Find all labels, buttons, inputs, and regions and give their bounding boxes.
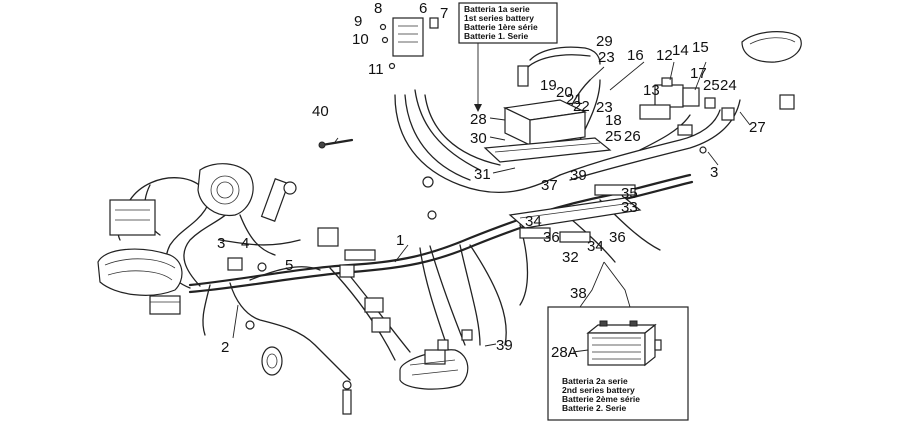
label-8: 8 bbox=[374, 0, 382, 17]
label-34-right: 34 bbox=[587, 238, 604, 255]
label-34-left: 34 bbox=[525, 213, 542, 230]
label-39-top: 39 bbox=[570, 167, 587, 184]
fuse-box-8 bbox=[379, 17, 439, 70]
label-4: 4 bbox=[241, 235, 249, 252]
tail-light bbox=[721, 31, 802, 121]
label-31: 31 bbox=[474, 166, 491, 183]
label-36-right: 36 bbox=[609, 229, 626, 246]
bolt-40 bbox=[318, 138, 354, 149]
starter-motor bbox=[399, 349, 469, 390]
label-13: 13 bbox=[643, 82, 660, 99]
caption-line-2: 1st series battery bbox=[464, 13, 534, 23]
battery-28 bbox=[483, 99, 612, 163]
caption-line-1: Batteria 1a serie bbox=[464, 4, 530, 14]
connectors bbox=[227, 146, 707, 351]
battery-2a-icon bbox=[586, 320, 662, 367]
horn-icon bbox=[261, 346, 283, 376]
label-27: 27 bbox=[749, 119, 766, 136]
battery-second-series-inset: 28A Batteria 2a serie 2nd series battery… bbox=[547, 261, 689, 421]
inset-line-4: Batterie 2. Serie bbox=[562, 403, 627, 413]
label-23-mid: 23 bbox=[596, 99, 613, 116]
label-39-bottom: 39 bbox=[496, 337, 513, 354]
label-16: 16 bbox=[627, 47, 644, 64]
label-35: 35 bbox=[621, 185, 638, 202]
label-28: 28 bbox=[470, 111, 487, 128]
label-17: 17 bbox=[690, 65, 707, 82]
label-33: 33 bbox=[621, 199, 638, 216]
inset-line-1: Batteria 2a serie bbox=[562, 376, 628, 386]
label-10: 10 bbox=[352, 31, 369, 48]
leader-lines bbox=[232, 61, 751, 347]
label-7: 7 bbox=[440, 5, 448, 22]
label-30: 30 bbox=[470, 130, 487, 147]
label-29: 29 bbox=[596, 33, 613, 50]
headlight-assembly bbox=[97, 248, 183, 315]
battery-tray bbox=[508, 197, 642, 229]
label-40: 40 bbox=[312, 103, 329, 120]
label-25-right: 25 bbox=[703, 77, 720, 94]
label-26: 26 bbox=[624, 128, 641, 145]
label-3-left: 3 bbox=[217, 235, 225, 252]
label-14: 14 bbox=[672, 42, 689, 59]
label-32: 32 bbox=[562, 249, 579, 266]
inset-line-2: 2nd series battery bbox=[562, 385, 635, 395]
label-23-top: 23 bbox=[598, 49, 615, 66]
label-1: 1 bbox=[396, 232, 404, 249]
label-21: 21 bbox=[566, 91, 583, 108]
label-12: 12 bbox=[656, 47, 673, 64]
caption-line-4: Batterie 1. Serie bbox=[464, 31, 529, 41]
caption-line-3: Batterie 1ère série bbox=[464, 22, 538, 32]
label-3-right: 3 bbox=[710, 164, 718, 181]
label-6: 6 bbox=[419, 0, 427, 17]
label-22: 22 bbox=[573, 98, 590, 115]
inset-line-3: Batterie 2ème série bbox=[562, 394, 640, 404]
label-25-left: 25 bbox=[605, 128, 622, 145]
label-36-left: 36 bbox=[543, 229, 560, 246]
sensor-probe bbox=[342, 380, 352, 415]
label-28A: 28A bbox=[551, 344, 578, 361]
label-20: 20 bbox=[556, 84, 573, 101]
label-11: 11 bbox=[368, 61, 384, 78]
battery-first-series-caption: Batteria 1a serie 1st series battery Bat… bbox=[458, 2, 558, 112]
label-18: 18 bbox=[605, 112, 622, 129]
label-5: 5 bbox=[285, 257, 293, 274]
label-38: 38 bbox=[570, 285, 587, 302]
instrument-cluster bbox=[109, 163, 297, 236]
connector-29 bbox=[517, 46, 601, 87]
label-24: 24 bbox=[720, 77, 737, 94]
relay-block bbox=[639, 77, 716, 136]
label-37: 37 bbox=[541, 177, 558, 194]
label-2: 2 bbox=[221, 339, 229, 356]
label-15: 15 bbox=[692, 39, 709, 56]
label-9: 9 bbox=[354, 13, 362, 30]
callout-labels: 1 2 3 3 4 5 6 7 8 9 10 11 12 13 14 15 16… bbox=[217, 0, 766, 356]
label-19: 19 bbox=[540, 77, 557, 94]
